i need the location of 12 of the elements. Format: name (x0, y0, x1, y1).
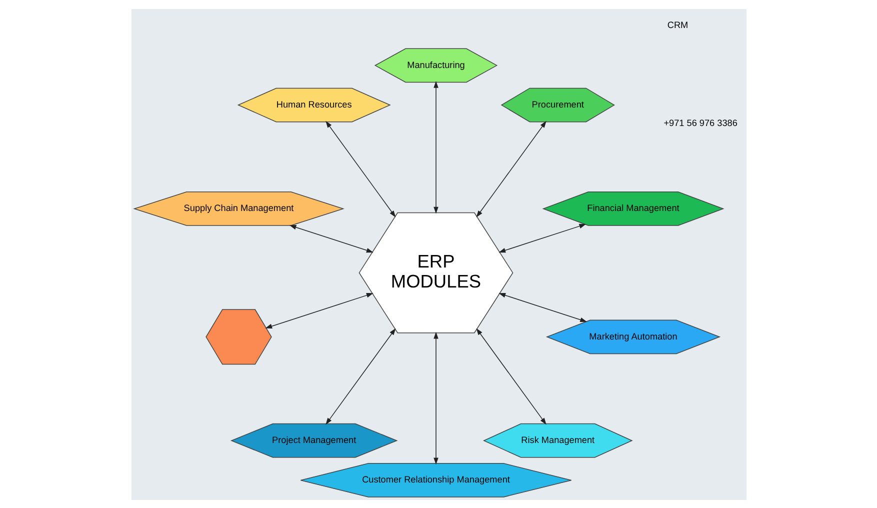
arrow (264, 292, 373, 328)
arrow (433, 80, 438, 214)
arrow (325, 328, 396, 424)
label: CRM (666, 20, 688, 30)
arrow (433, 331, 438, 464)
arrow (498, 292, 587, 322)
arrow (498, 223, 586, 252)
arrow (325, 120, 396, 217)
arrow (476, 328, 546, 424)
arrow (476, 120, 546, 217)
label: +971 56 976 3386 (663, 118, 737, 128)
arrow (288, 224, 373, 252)
